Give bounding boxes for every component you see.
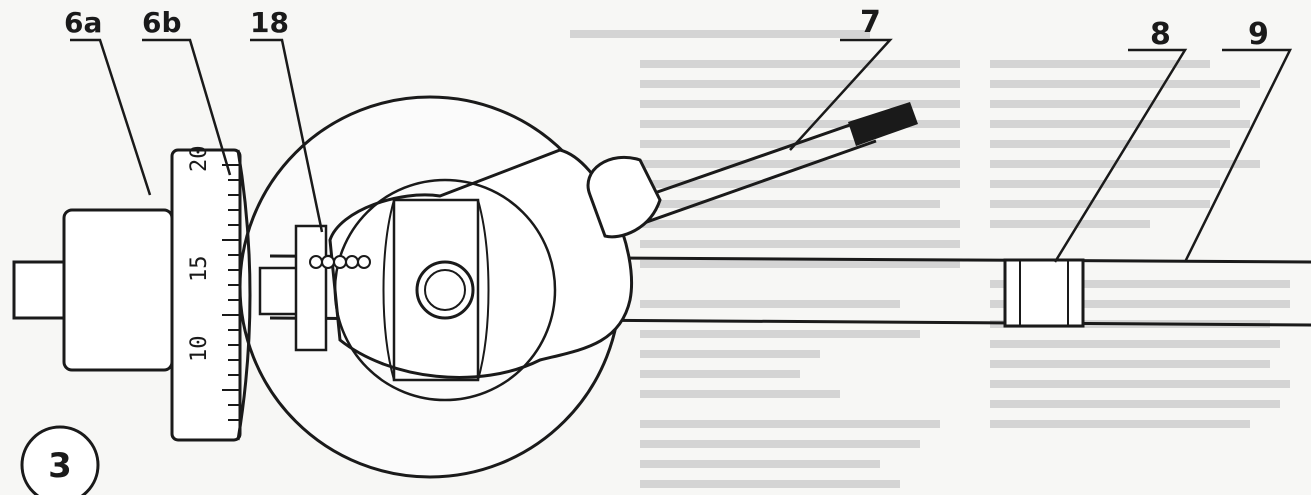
scale-tick-20: 20 bbox=[187, 146, 212, 173]
label-18: 18 bbox=[250, 6, 289, 39]
label-9: 9 bbox=[1248, 17, 1269, 52]
scale-tick-15: 15 bbox=[187, 256, 212, 283]
arm-7 bbox=[586, 102, 918, 239]
pointer-block-18 bbox=[294, 224, 328, 352]
scale-drum-6b: 20 15 10 bbox=[170, 146, 252, 442]
central-hub bbox=[328, 148, 633, 402]
adjusting-screw bbox=[309, 255, 371, 269]
knob-6a bbox=[62, 208, 174, 372]
label-6b: 6b bbox=[142, 6, 182, 39]
leader-lines bbox=[70, 38, 1293, 263]
label-8: 8 bbox=[1150, 17, 1171, 52]
axle-stub bbox=[12, 260, 66, 320]
rod-clamp bbox=[1003, 258, 1085, 328]
figure-number: 3 bbox=[20, 425, 100, 495]
label-7: 7 bbox=[860, 5, 881, 40]
label-6a: 6a bbox=[64, 6, 102, 39]
figure-number-text: 3 bbox=[48, 446, 72, 486]
scale-tick-10: 10 bbox=[187, 336, 212, 363]
background-ghost-text bbox=[570, 30, 1290, 488]
